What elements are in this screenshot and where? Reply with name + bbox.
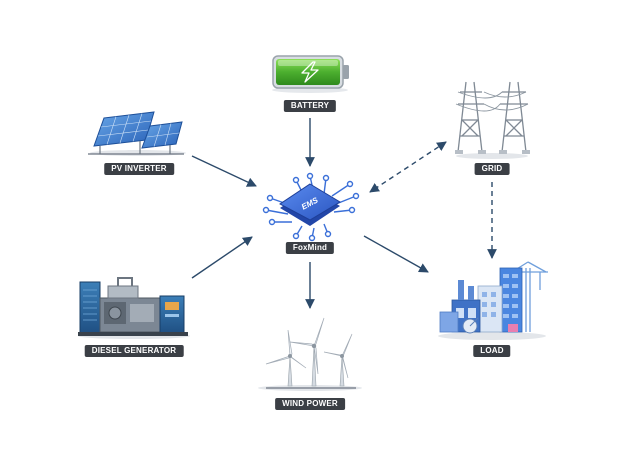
wind-turbine-icon [258, 317, 362, 391]
wind-power-label: WIND POWER [275, 398, 345, 410]
arrow-diesel-to-ems [191, 236, 253, 279]
diesel-generator-label: DIESEL GENERATOR [84, 345, 184, 357]
battery-label: BATTERY [283, 100, 337, 112]
ems-hub-label: FoxMind [285, 242, 335, 254]
arrow-ems-to-load [363, 235, 429, 273]
arrow-grid-ems-bidirectional [369, 141, 447, 193]
load-label: LOAD [473, 345, 511, 357]
grid-label: GRID [474, 163, 510, 175]
ems-chip-icon: EMS [262, 172, 360, 242]
pv-inverter-label: PV INVERTER [104, 163, 174, 175]
battery-icon [272, 55, 349, 93]
power-grid-tower-icon [455, 81, 530, 159]
arrow-pv-to-ems [191, 155, 257, 187]
connections [191, 118, 497, 309]
load-buildings-icon [438, 261, 548, 340]
solar-panel-icon [88, 111, 186, 156]
diesel-generator-icon [78, 277, 190, 339]
